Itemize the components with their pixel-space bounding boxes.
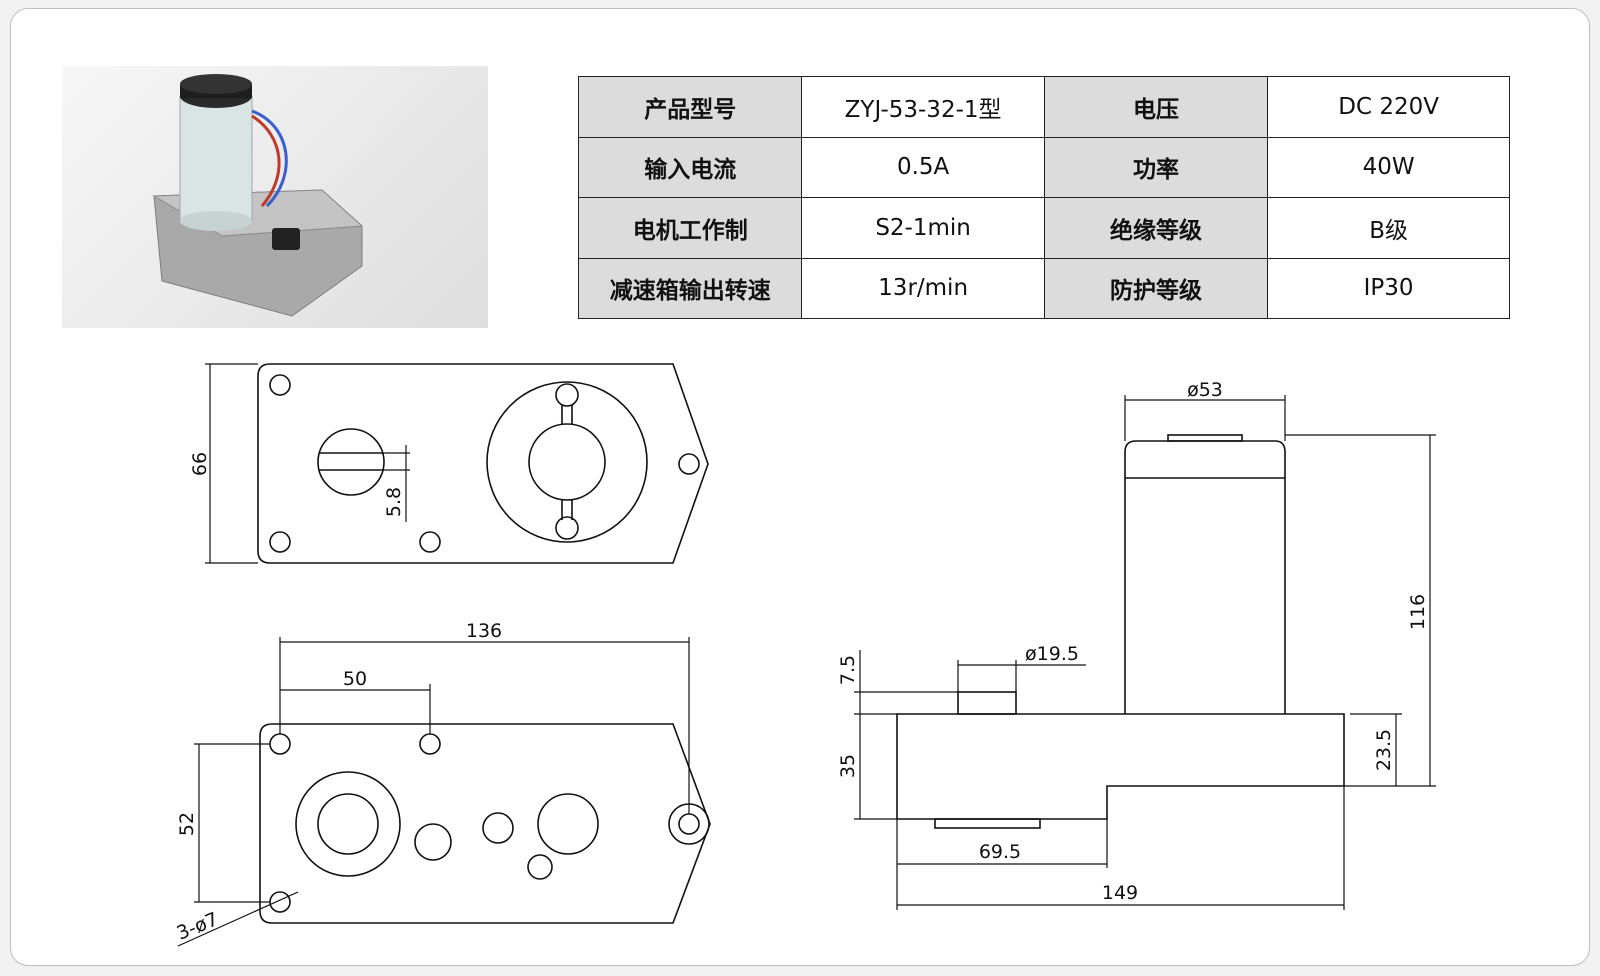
dim-69-5: 69.5 <box>979 841 1021 863</box>
spec-row: 输入电流 0.5A 功率 40W <box>577 136 1510 198</box>
keyed-shaft <box>317 428 385 496</box>
mount-hole <box>269 733 291 755</box>
top-view-outline <box>257 363 709 564</box>
dim-7-5: 7.5 <box>837 655 859 685</box>
dim-23-5: 23.5 <box>1373 729 1395 771</box>
dim-116: 116 <box>1407 594 1429 630</box>
dim-motor-diameter: ø53 <box>1187 379 1223 401</box>
mount-hole <box>419 733 441 755</box>
spec-row: 减速箱输出转速 13r/min 防护等级 IP30 <box>577 257 1510 319</box>
dim-holes: 3-ø7 <box>174 908 222 944</box>
side-view-drawing <box>854 395 1436 910</box>
motor-endcap <box>1167 434 1243 442</box>
dim-shaft-diameter: ø19.5 <box>1025 643 1079 665</box>
spec-value: IP30 <box>1267 257 1510 319</box>
spec-table: 产品型号 ZYJ-53-32-1型 电压 DC 220V 输入电流 0.5A 功… <box>577 76 1510 319</box>
bottom-view-drawing <box>177 637 711 947</box>
spec-label: 电压 <box>1043 76 1269 138</box>
spec-value: S2-1min <box>801 197 1045 259</box>
dim-35: 35 <box>837 754 859 778</box>
motor-flange <box>486 381 648 543</box>
dim-66: 66 <box>189 452 211 476</box>
product-photo <box>62 66 488 328</box>
spec-value: 13r/min <box>801 257 1045 319</box>
spec-value: 40W <box>1267 136 1510 198</box>
motor-body <box>1124 440 1286 714</box>
spec-label: 绝缘等级 <box>1043 197 1269 259</box>
motor-bore <box>528 423 606 501</box>
spec-value: ZYJ-53-32-1型 <box>801 76 1045 138</box>
mount-hole <box>269 531 291 553</box>
output-boss <box>295 771 401 877</box>
spec-value: B级 <box>1267 197 1510 259</box>
mount-hole <box>269 374 291 396</box>
dim-149: 149 <box>1102 882 1138 904</box>
dim-5-8: 5.8 <box>383 487 405 517</box>
dim-136: 136 <box>466 620 502 642</box>
mount-hole <box>269 891 291 913</box>
dim-52: 52 <box>176 812 198 836</box>
mount-hole <box>678 813 700 835</box>
spec-label: 产品型号 <box>577 76 803 138</box>
output-shaft <box>957 691 1017 715</box>
spec-label: 电机工作制 <box>577 197 803 259</box>
spec-label: 输入电流 <box>577 136 803 198</box>
spec-label: 防护等级 <box>1043 257 1269 319</box>
top-view-drawing <box>205 363 709 564</box>
spec-label: 功率 <box>1043 136 1269 198</box>
spec-value: DC 220V <box>1267 76 1510 138</box>
gearbox-housing <box>896 713 1345 820</box>
spec-row: 电机工作制 S2-1min 绝缘等级 B级 <box>577 197 1510 259</box>
mount-hole <box>678 453 700 475</box>
spec-row: 产品型号 ZYJ-53-32-1型 电压 DC 220V <box>577 76 1510 138</box>
dim-50: 50 <box>343 668 367 690</box>
motor-photo-illustration <box>152 74 364 317</box>
spec-label: 减速箱输出转速 <box>577 257 803 319</box>
mount-hole <box>419 531 441 553</box>
bottom-view-outline <box>259 723 711 924</box>
spec-value: 0.5A <box>801 136 1045 198</box>
